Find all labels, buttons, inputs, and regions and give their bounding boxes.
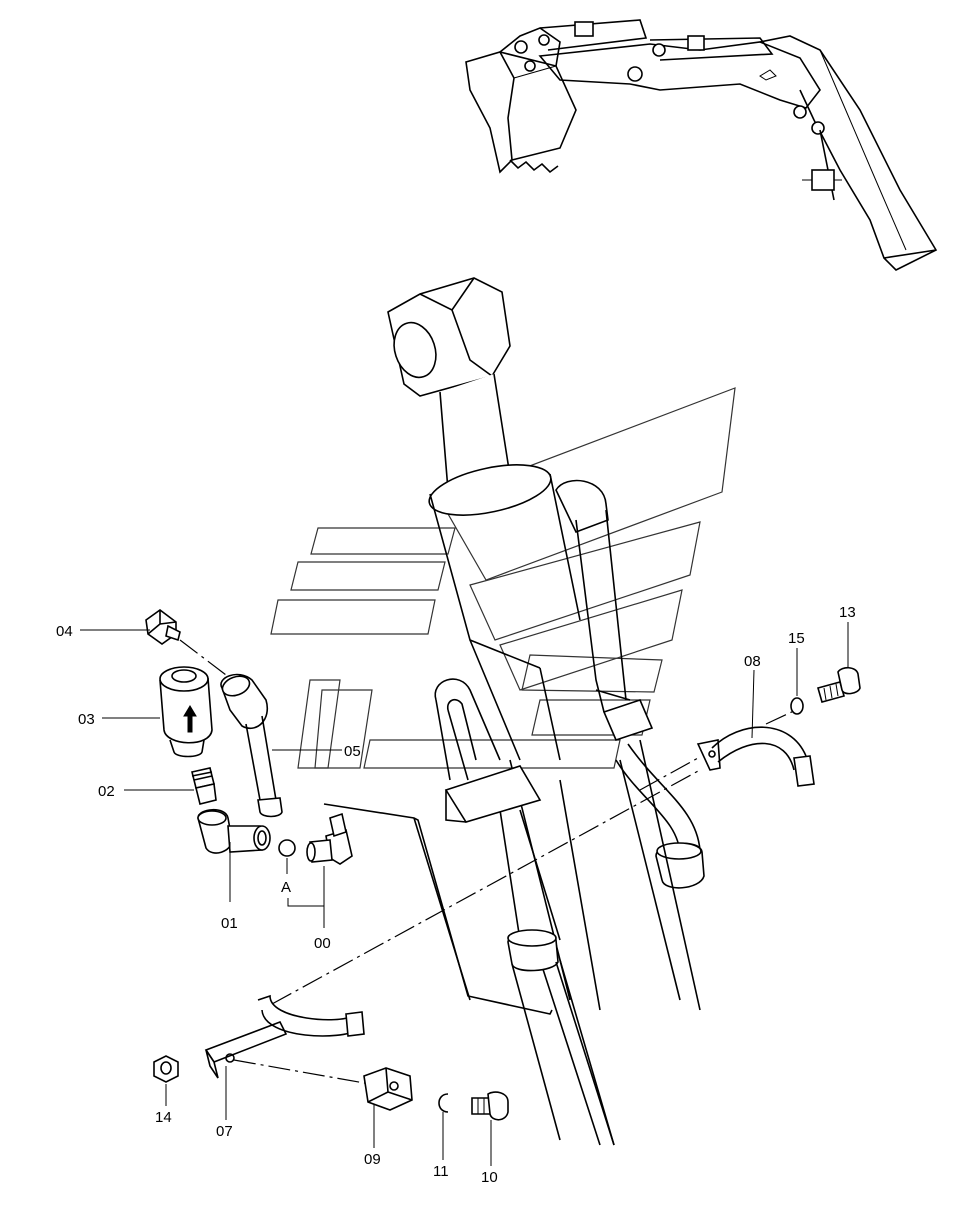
callout-11: 11 bbox=[433, 1163, 449, 1180]
part-07-clamp-band bbox=[204, 994, 365, 1079]
part-03-check-valve bbox=[159, 666, 213, 758]
part-09-spacer bbox=[363, 1067, 413, 1111]
part-05-elbow-pipe bbox=[220, 673, 283, 818]
callout-09: 09 bbox=[364, 1151, 381, 1168]
callout-05: 05 bbox=[344, 743, 361, 760]
callout-13: 13 bbox=[839, 604, 856, 621]
excavator-overview-illustration bbox=[465, 19, 938, 271]
assembly-line-04 bbox=[179, 639, 231, 679]
part-00-elbow-adapter bbox=[306, 812, 353, 865]
up-arrow-icon bbox=[183, 705, 197, 733]
part-15-washer bbox=[790, 697, 804, 715]
callout-10: 10 bbox=[481, 1169, 498, 1186]
callout-01: 01 bbox=[221, 915, 238, 932]
callout-section-a: A bbox=[281, 879, 291, 896]
callout-03: 03 bbox=[78, 711, 95, 728]
part-02-connector bbox=[191, 767, 217, 805]
part-01-elbow-fitting bbox=[197, 808, 271, 854]
part-14-nut bbox=[153, 1055, 179, 1083]
callout-00: 00 bbox=[314, 935, 331, 952]
callout-04: 04 bbox=[56, 623, 73, 640]
assembly-line-15 bbox=[765, 709, 797, 725]
assembly-line-08 bbox=[639, 757, 699, 791]
assembly-line-09 bbox=[233, 1059, 371, 1085]
callout-labels: 04 03 02 05 A 01 00 08 15 13 14 07 09 11… bbox=[56, 604, 856, 1186]
part-08-clamp-band bbox=[696, 726, 815, 787]
part-13-bolt bbox=[817, 666, 861, 703]
part-11-lock-washer bbox=[438, 1093, 449, 1113]
part-10-bolt bbox=[471, 1091, 509, 1121]
assembly-line-07 bbox=[271, 769, 701, 1005]
callout-08: 08 bbox=[744, 653, 761, 670]
o-ring-a bbox=[278, 839, 296, 857]
leader-lines bbox=[80, 622, 849, 1166]
callout-02: 02 bbox=[98, 783, 115, 800]
callout-14: 14 bbox=[155, 1109, 172, 1126]
callout-15: 15 bbox=[788, 630, 805, 647]
callout-07: 07 bbox=[216, 1123, 233, 1140]
watermark-logo bbox=[270, 387, 736, 769]
part-04-elbow-adapter bbox=[145, 609, 181, 645]
hydraulic-cylinder bbox=[323, 277, 705, 1146]
